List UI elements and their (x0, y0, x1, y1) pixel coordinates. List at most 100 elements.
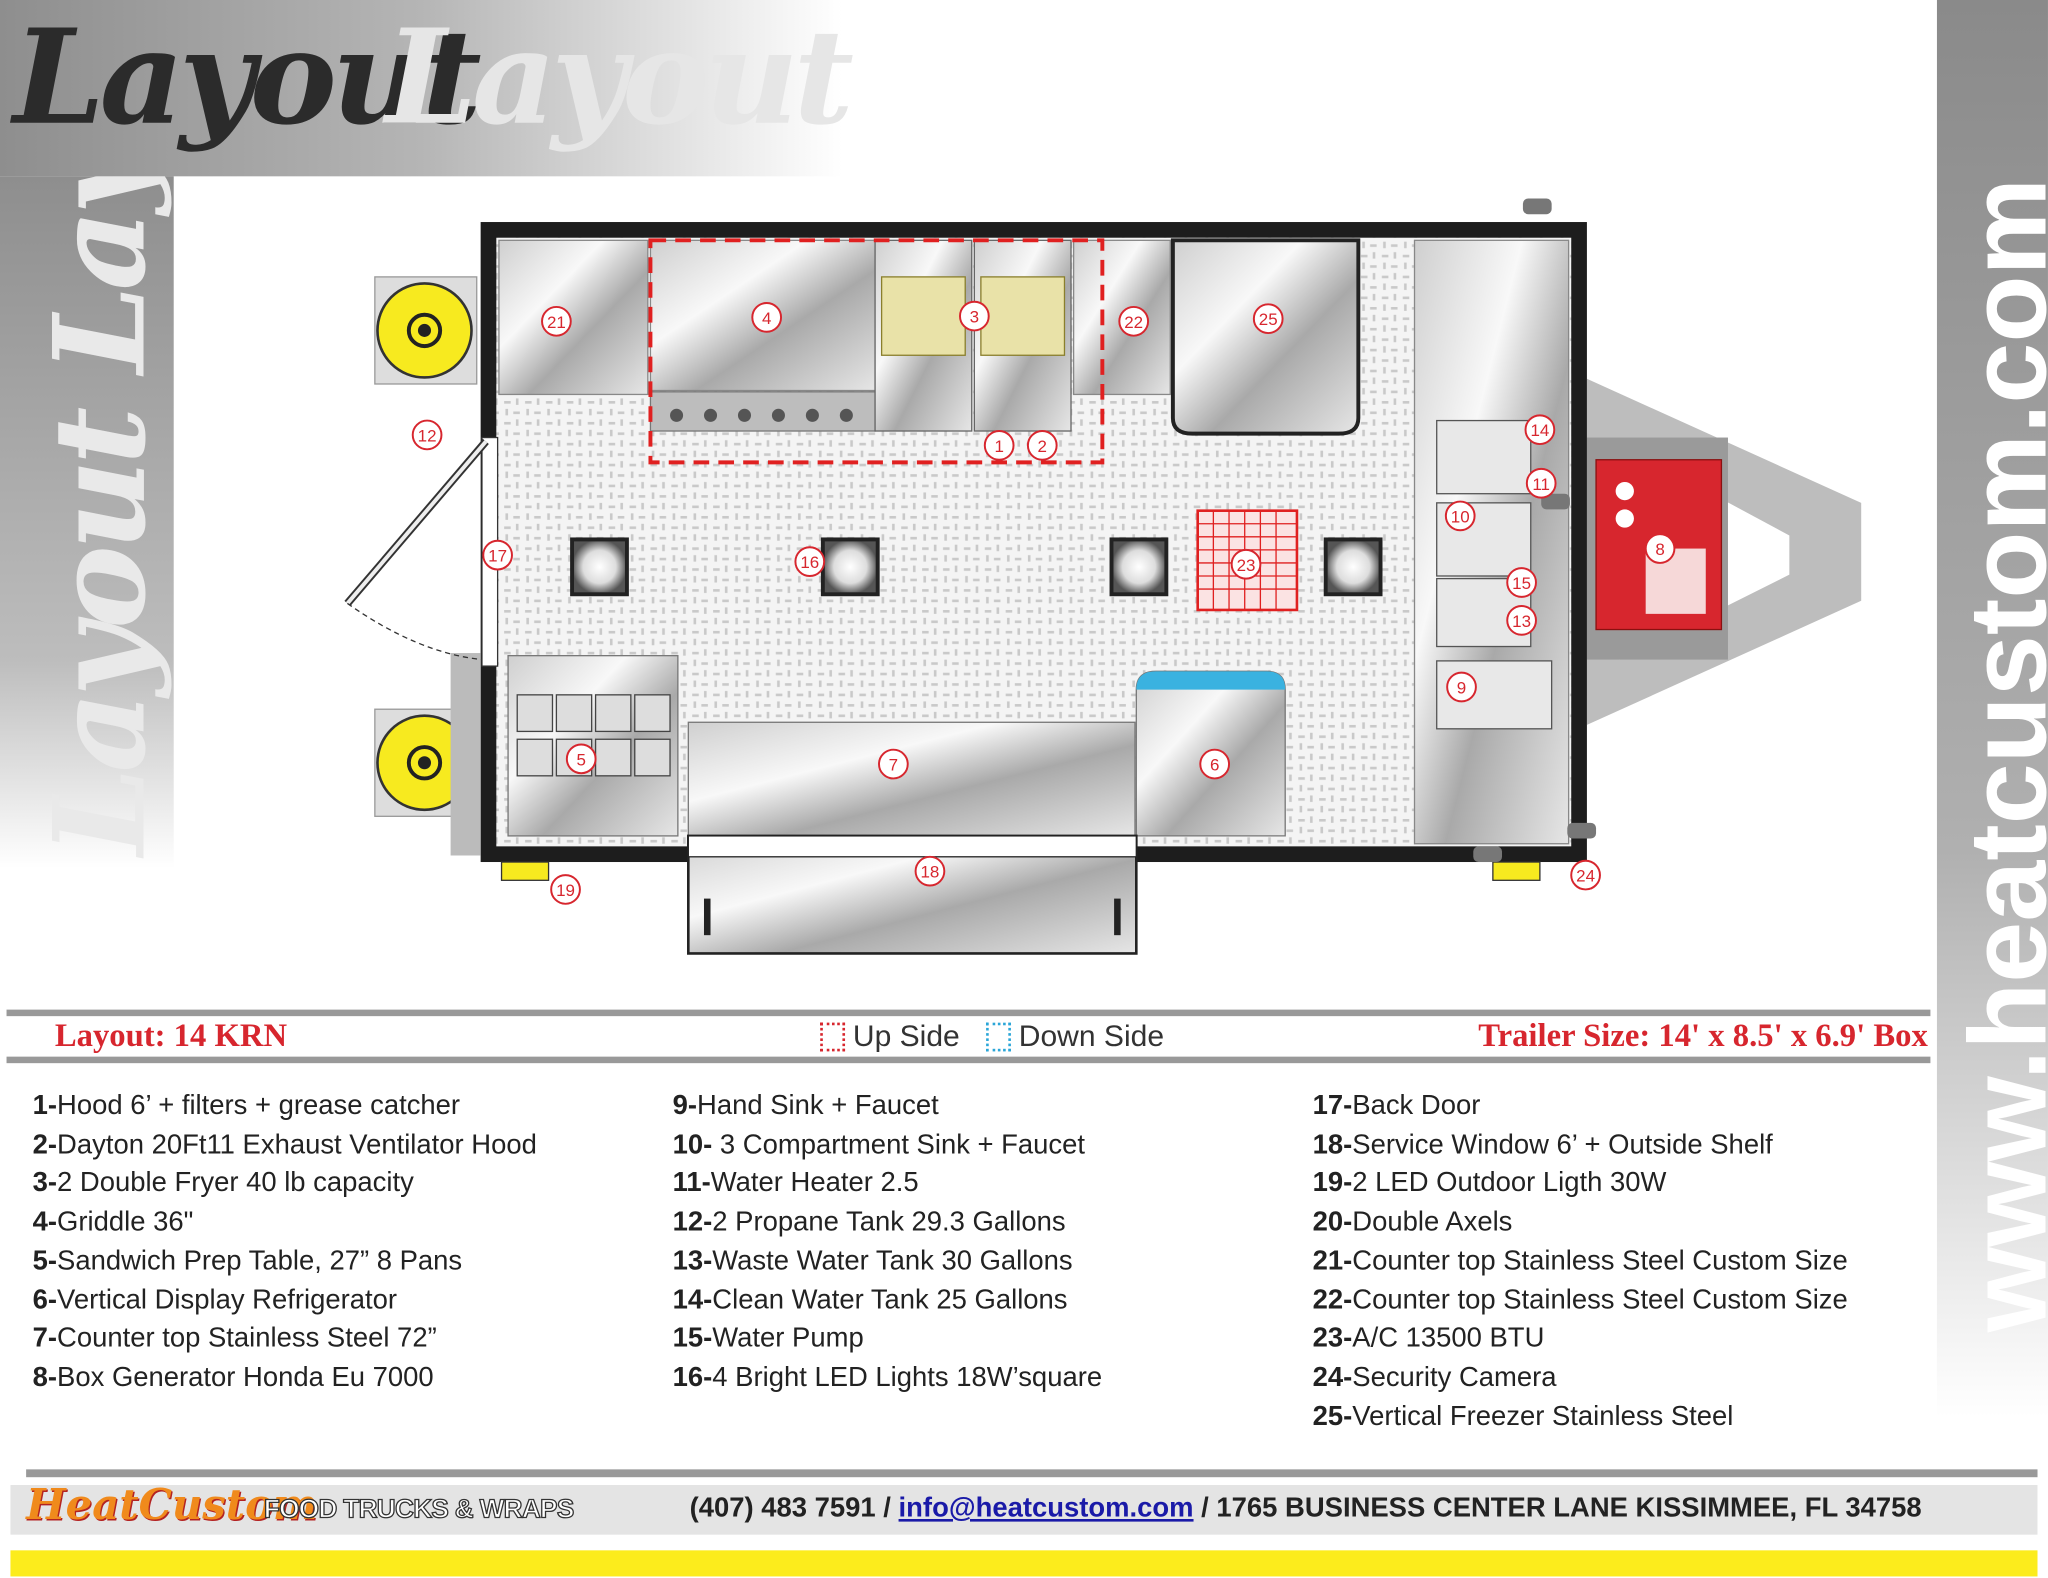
item-number: 17- (1312, 1090, 1353, 1121)
item-marker: 5 (565, 743, 597, 775)
list-item: 11-Water Heater 2.5 (673, 1164, 1102, 1203)
item-number: 10- (672, 1129, 713, 1160)
item-number: 20- (1312, 1206, 1353, 1238)
marker-number: 3 (970, 308, 979, 327)
list-item: 4-Griddle 36" (33, 1203, 537, 1242)
list-item: 7-Counter top Stainless Steel 72” (33, 1319, 537, 1358)
item-number: 24- (1312, 1362, 1353, 1393)
list-item: 1-Hood 6’ + filters + grease catcher (33, 1087, 537, 1126)
item-number: 7- (32, 1323, 58, 1354)
item-marker: 21 (541, 305, 572, 337)
outdoor-light (500, 861, 550, 881)
item-number: 19- (1312, 1168, 1353, 1199)
item-number: 13- (672, 1245, 713, 1276)
footer-yellow-stripe (10, 1550, 2038, 1577)
item-number: 2- (32, 1129, 58, 1160)
marker-number: 7 (889, 756, 898, 775)
marker-circle (1524, 414, 1556, 446)
list-item: 25-Vertical Freezer Stainless Steel (1313, 1397, 1848, 1436)
tire-front (374, 276, 478, 385)
divider (6, 1009, 1931, 1017)
marker-number: 2 (1038, 437, 1047, 456)
item-marker: 23 (1230, 548, 1262, 580)
marker-circle (1118, 305, 1150, 337)
left-side-banner: Layout Layout (0, 176, 174, 869)
marker-circle (794, 546, 826, 577)
item-text: Sandwich Prep Table, 27” 8 Pans (57, 1245, 463, 1276)
item-text: Security Camera (1352, 1362, 1557, 1393)
item-number: 3- (32, 1168, 58, 1199)
marker-circle (1525, 467, 1557, 499)
marker-number: 25 (1259, 310, 1278, 329)
footer-band (10, 1485, 2038, 1535)
down-side-label: Down Side (1018, 1018, 1165, 1053)
marker-number: 22 (1124, 313, 1143, 332)
legend-up-side: Up Side (820, 1019, 960, 1054)
item-text: Water Heater 2.5 (710, 1168, 919, 1199)
item-marker: 8 (1644, 533, 1676, 564)
list-item: 9-Hand Sink + Faucet (673, 1087, 1102, 1126)
tire-rear (374, 708, 478, 817)
item-number: 16- (672, 1362, 713, 1393)
marker-circle (983, 430, 1015, 461)
item-number: 18- (1312, 1129, 1353, 1160)
list-item: 14-Clean Water Tank 25 Gallons (673, 1281, 1102, 1320)
marker-circle (565, 743, 597, 775)
email-link[interactable]: info@heatcustom.com (898, 1492, 1194, 1523)
phone: (407) 483 7591 (689, 1492, 876, 1523)
separator: / (875, 1492, 899, 1523)
item-number: 9- (672, 1090, 698, 1121)
marker-number: 10 (1451, 507, 1470, 526)
item-number: 8- (32, 1362, 58, 1393)
marker-number: 24 (1576, 867, 1595, 886)
item-text: Hand Sink + Faucet (697, 1090, 939, 1121)
outdoor-light (1492, 861, 1541, 881)
list-item: 23-A/C 13500 BTU (1313, 1319, 1848, 1358)
item-marker: 22 (1118, 305, 1150, 337)
marker-circle (1644, 533, 1676, 564)
up-side-label: Up Side (852, 1018, 960, 1053)
item-text: Counter top Stainless Steel 72” (57, 1323, 437, 1354)
title-light: Layout (385, 0, 854, 155)
item-number: 6- (32, 1284, 58, 1315)
item-number: 5- (32, 1245, 58, 1276)
up-side-swatch (820, 1022, 846, 1051)
marker-number: 15 (1512, 574, 1531, 593)
item-text: Vertical Display Refrigerator (57, 1284, 397, 1315)
list-item: 10- 3 Compartment Sink + Faucet (673, 1125, 1102, 1164)
marker-number: 19 (556, 881, 575, 900)
camera-icon (1473, 198, 1597, 863)
list-item: 6-Vertical Display Refrigerator (33, 1281, 537, 1320)
marker-number: 17 (488, 547, 507, 566)
marker-circle (1506, 605, 1537, 636)
item-text: Counter top Stainless Steel Custom Size (1352, 1284, 1848, 1315)
marker-circle (751, 302, 783, 333)
marker-number: 13 (1512, 612, 1531, 631)
item-number: 22- (1312, 1284, 1353, 1315)
contact-line: (407) 483 7591 / info@heatcustom.com / 1… (690, 1493, 1922, 1524)
item-marker: 18 (914, 855, 946, 887)
marker-circle (1199, 748, 1231, 780)
item-marker: 3 (959, 300, 990, 332)
marker-circle (1252, 303, 1284, 335)
footer-divider (26, 1469, 2038, 1478)
marker-circle (1444, 500, 1476, 532)
item-text: 2 LED Outdoor Ligth 30W (1352, 1168, 1667, 1199)
item-text: Clean Water Tank 25 Gallons (712, 1284, 1068, 1315)
marker-circle (1570, 859, 1601, 891)
marker-number: 11 (1532, 475, 1550, 494)
item-text: 2 Propane Tank 29.3 Gallons (712, 1206, 1066, 1238)
led-lights (570, 537, 1383, 597)
marker-circle (1446, 671, 1477, 703)
trailer-size: Trailer Size: 14' x 8.5' x 6.9' Box (1478, 1018, 1928, 1055)
item-number: 14- (672, 1284, 713, 1315)
item-marker: 13 (1506, 605, 1537, 636)
marker-number: 9 (1457, 679, 1466, 698)
item-text: Water Pump (712, 1323, 864, 1354)
marker-circle (959, 300, 990, 332)
list-item: 21-Counter top Stainless Steel Custom Si… (1313, 1242, 1848, 1281)
item-text: Service Window 6’ + Outside Shelf (1352, 1129, 1773, 1160)
item-number: 25- (1312, 1400, 1353, 1431)
item-text: Griddle 36" (57, 1206, 194, 1238)
